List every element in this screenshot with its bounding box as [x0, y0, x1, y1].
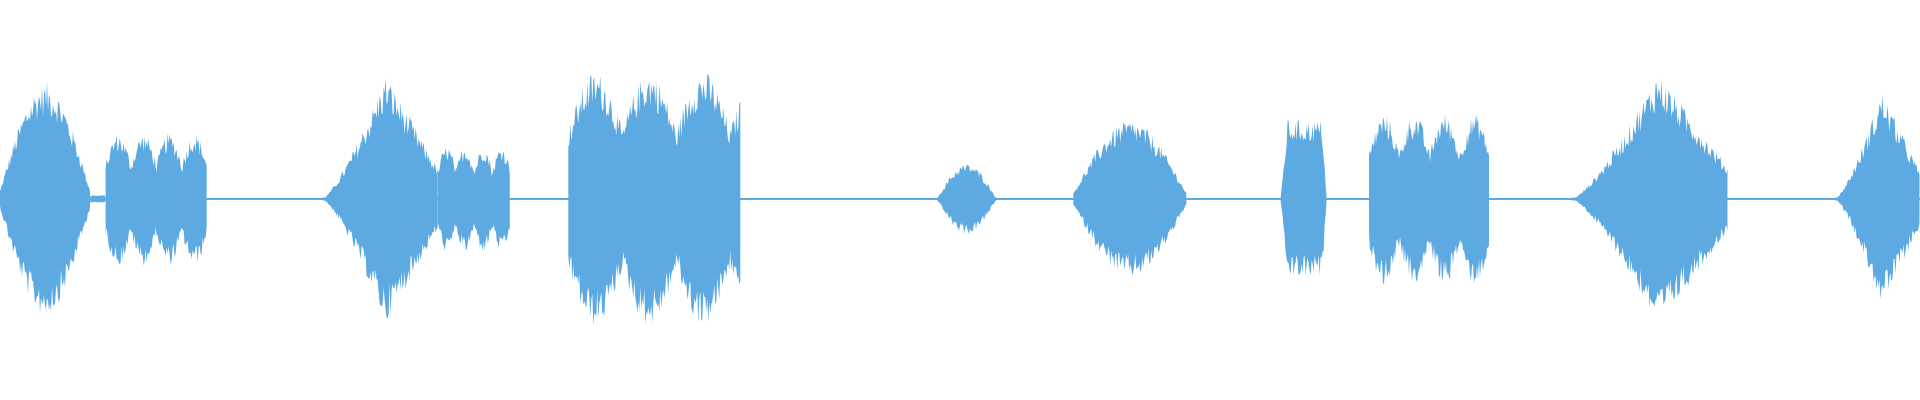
waveform-segment [322, 78, 438, 319]
waveform-segment [90, 195, 106, 203]
waveform-segment [437, 147, 510, 252]
waveform-segment [1572, 79, 1728, 307]
waveform-segment [937, 164, 996, 235]
waveform-segment [105, 133, 207, 266]
waveform-segment [1280, 120, 1327, 276]
waveform-segment [568, 74, 741, 325]
waveform-segment [1073, 121, 1187, 276]
waveform-segment [0, 82, 90, 313]
waveform-segment [1835, 94, 1920, 300]
waveform-segment [1369, 114, 1489, 284]
waveform-segments [0, 74, 1920, 325]
